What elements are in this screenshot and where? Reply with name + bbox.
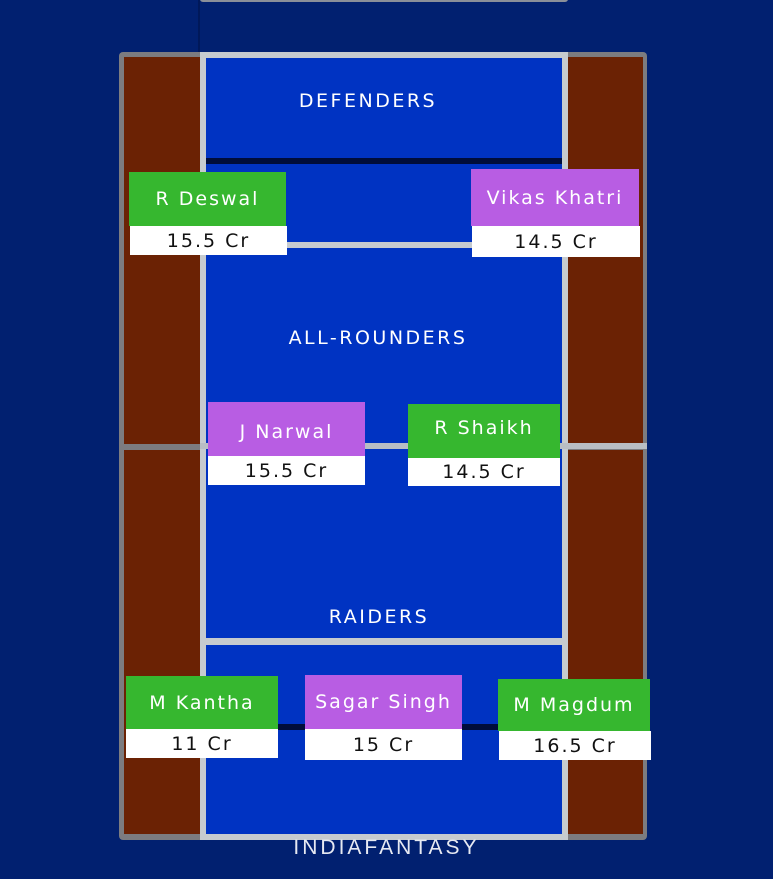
player-name: M Magdum <box>498 679 650 731</box>
baulk-line-top <box>206 158 562 164</box>
player-card-vikas-khatri[interactable]: Vikas Khatri 14.5 Cr <box>471 169 640 257</box>
player-price: 14.5 Cr <box>408 458 560 486</box>
player-name: J Narwal <box>208 402 365 456</box>
player-card-j-narwal[interactable]: J Narwal 15.5 Cr <box>208 402 365 485</box>
section-label-raiders: RAIDERS <box>328 606 430 628</box>
player-name: Sagar Singh <box>305 675 462 729</box>
player-name: Vikas Khatri <box>471 169 639 226</box>
player-price: 16.5 Cr <box>499 731 651 760</box>
player-price: 15 Cr <box>305 729 462 760</box>
bonus-line-bottom <box>206 638 562 645</box>
section-label-allrounders: ALL-ROUNDERS <box>288 327 468 349</box>
player-name: R Deswal <box>129 172 286 226</box>
bonus-line-top <box>206 242 562 248</box>
player-card-m-kantha[interactable]: M Kantha 11 Cr <box>126 676 278 758</box>
player-card-r-deswal[interactable]: R Deswal 15.5 Cr <box>129 172 287 255</box>
right-lobby-bottom <box>568 450 643 834</box>
top-court-edge <box>200 0 568 2</box>
player-price: 15.5 Cr <box>130 226 287 255</box>
section-label-defenders: DEFENDERS <box>298 90 438 112</box>
player-card-r-shaikh[interactable]: R Shaikh 14.5 Cr <box>408 404 560 486</box>
player-card-sagar-singh[interactable]: Sagar Singh 15 Cr <box>305 675 462 760</box>
player-name: M Kantha <box>126 676 278 729</box>
player-name: R Shaikh <box>408 404 560 458</box>
left-lobby-bottom <box>124 450 200 834</box>
player-price: 11 Cr <box>126 729 278 758</box>
brand-watermark: INDIAFANTASY <box>293 836 480 859</box>
player-price: 14.5 Cr <box>472 226 640 257</box>
background-shade <box>198 0 200 52</box>
player-card-m-magdum[interactable]: M Magdum 16.5 Cr <box>498 679 651 760</box>
player-price: 15.5 Cr <box>208 456 365 485</box>
